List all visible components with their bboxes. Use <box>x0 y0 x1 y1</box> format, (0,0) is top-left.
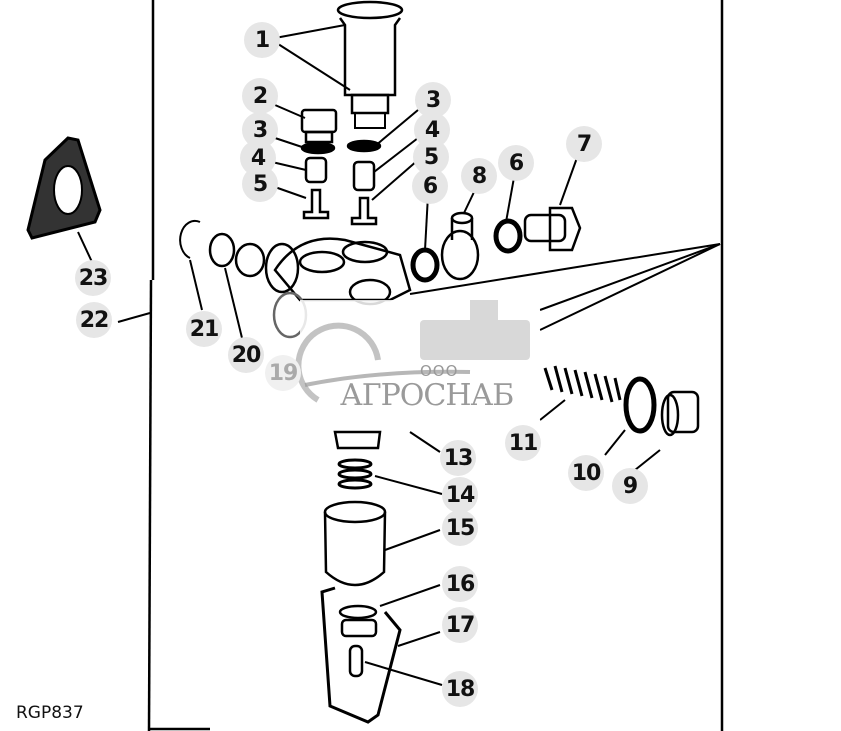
callout-15: 15 <box>442 510 478 546</box>
figure-code: RGP837 <box>16 703 84 723</box>
callout-5b: 5 <box>413 139 449 175</box>
callout-11: 11 <box>505 425 541 461</box>
callout-23: 23 <box>75 260 111 296</box>
watermark-prefix: ООО <box>420 362 459 380</box>
callout-9: 9 <box>612 468 648 504</box>
callout-6a: 6 <box>412 168 448 204</box>
callout-2: 2 <box>242 78 278 114</box>
callout-5a: 5 <box>242 166 278 202</box>
callout-7: 7 <box>566 126 602 162</box>
callout-13: 13 <box>440 440 476 476</box>
callout-18: 18 <box>442 671 478 707</box>
callout-8: 8 <box>461 158 497 194</box>
callout-16: 16 <box>442 566 478 602</box>
callout-19: 19 <box>265 355 301 391</box>
callout-6b: 6 <box>498 145 534 181</box>
watermark-name: АГРОСНАБ <box>340 378 514 413</box>
callout-1: 1 <box>244 22 280 58</box>
callout-10: 10 <box>568 455 604 491</box>
callout-20: 20 <box>228 337 264 373</box>
callout-14: 14 <box>442 477 478 513</box>
callout-17: 17 <box>442 607 478 643</box>
callout-21: 21 <box>186 311 222 347</box>
callout-22: 22 <box>76 302 112 338</box>
